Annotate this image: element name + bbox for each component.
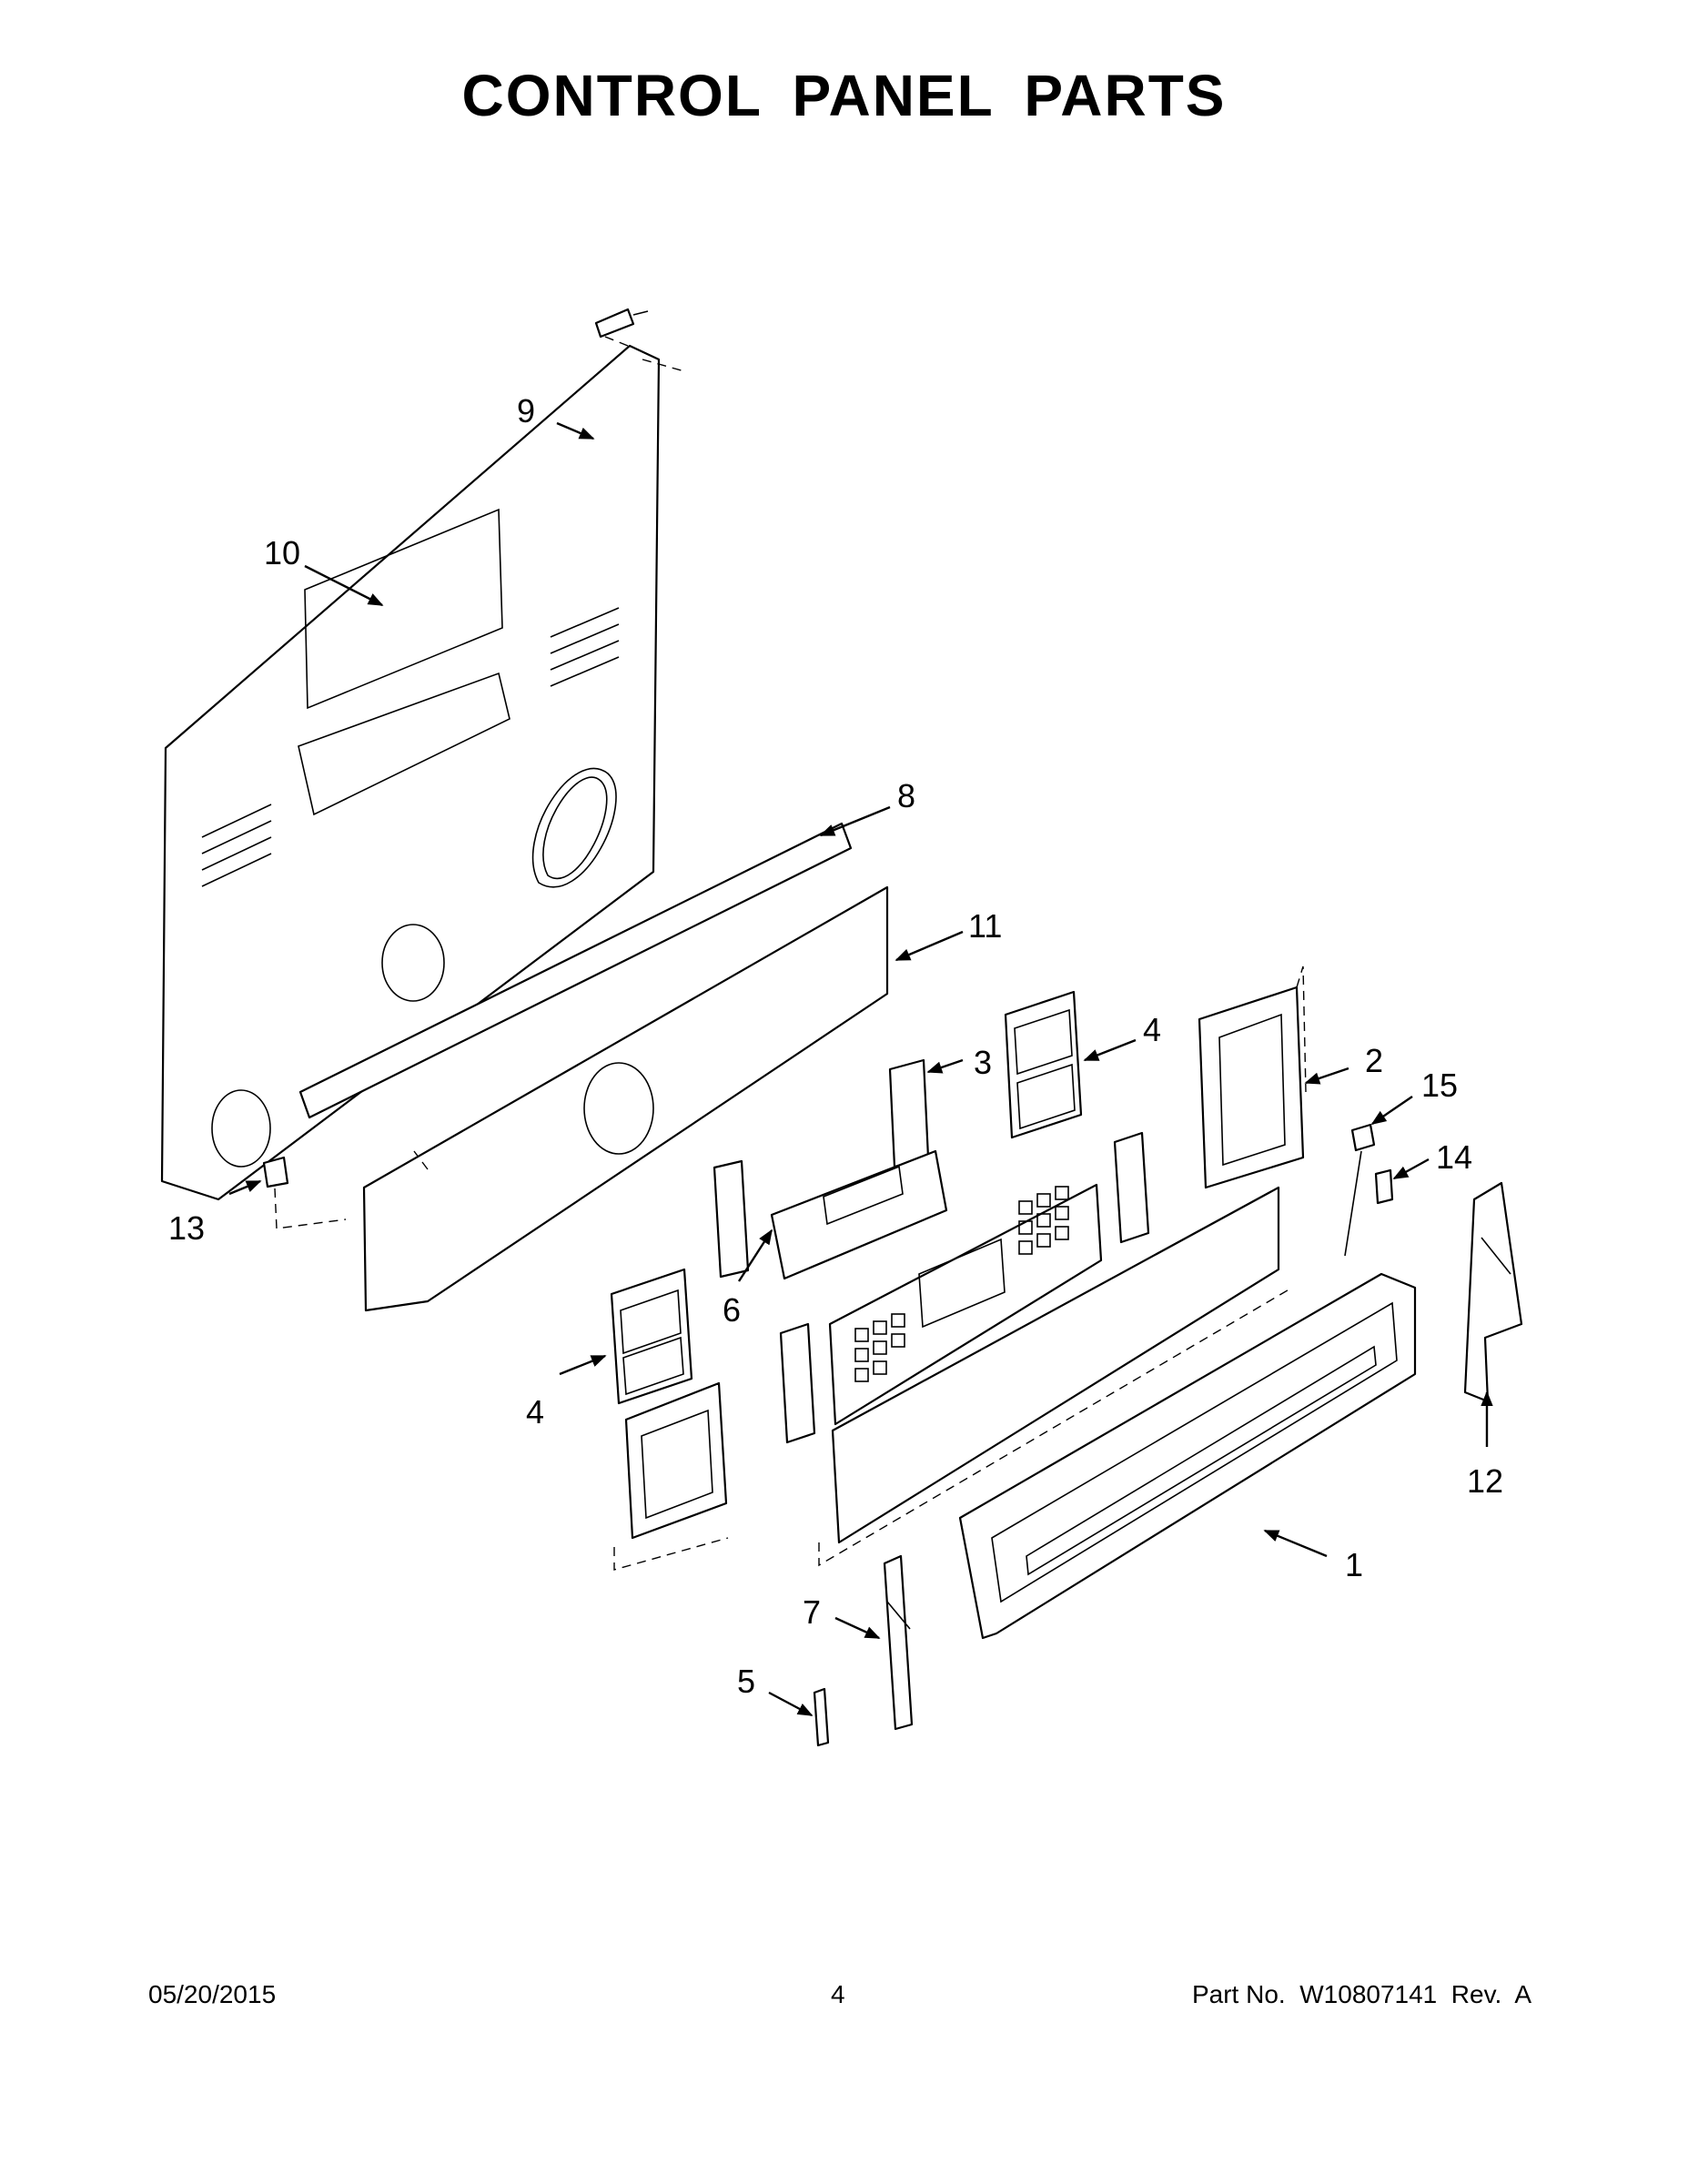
rail-part-8 [298,822,853,1119]
screw-part-9 [594,308,649,339]
side-bracket-part-12 [1463,1181,1523,1403]
callout-7: 7 [803,1593,821,1631]
callout-4-upper: 4 [1143,1011,1161,1048]
footer-date: 05/20/2015 [148,1980,277,2008]
callout-15: 15 [1421,1067,1458,1104]
callout-3: 3 [974,1044,992,1081]
callout-9: 9 [517,392,535,430]
part-14 [1374,1168,1394,1205]
glass-panel [818,1186,1293,1567]
callout-13: 13 [168,1209,205,1247]
rear-panel-part-10 [160,334,685,1201]
page-title: CONTROL PANEL PARTS [461,63,1227,128]
bracket-frame-lower [613,1381,729,1571]
callout-1: 1 [1345,1546,1363,1583]
callout-numbers: 9 10 8 11 3 4 2 15 14 13 6 4 12 1 7 5 [168,392,1503,1700]
callout-10: 10 [264,534,300,571]
switch-module-part-4-upper [1004,990,1083,1139]
clip-part-15 [1344,1123,1376,1257]
callout-2: 2 [1365,1042,1383,1079]
switch-module-part-4-lower [610,1268,693,1405]
bracket-part-2 [1198,966,1307,1189]
callout-14: 14 [1436,1138,1472,1176]
trim-part-7 [883,1554,914,1731]
callout-8: 8 [897,777,915,814]
end-bracket-left [779,1322,816,1444]
control-board-part-6 [770,1149,948,1280]
bracket-part-11 [362,885,889,1312]
callout-6: 6 [723,1291,741,1329]
leader-lines [228,421,1493,1717]
clip-part-5 [813,1687,830,1747]
control-panel-overlay [828,1183,1103,1426]
footer-part-number: Part No. W10807141 Rev. A [1191,1980,1531,2008]
callout-4-lower: 4 [526,1393,544,1431]
wire-harness-part-3 [713,1058,930,1279]
end-cap-part-1 [958,1272,1417,1640]
callout-12: 12 [1467,1462,1503,1500]
end-bracket-center [1113,1131,1150,1244]
callout-11: 11 [968,907,1002,945]
screw-part-13 [262,1156,347,1229]
callout-5: 5 [737,1663,755,1700]
footer-page-number: 4 [831,1980,845,2008]
